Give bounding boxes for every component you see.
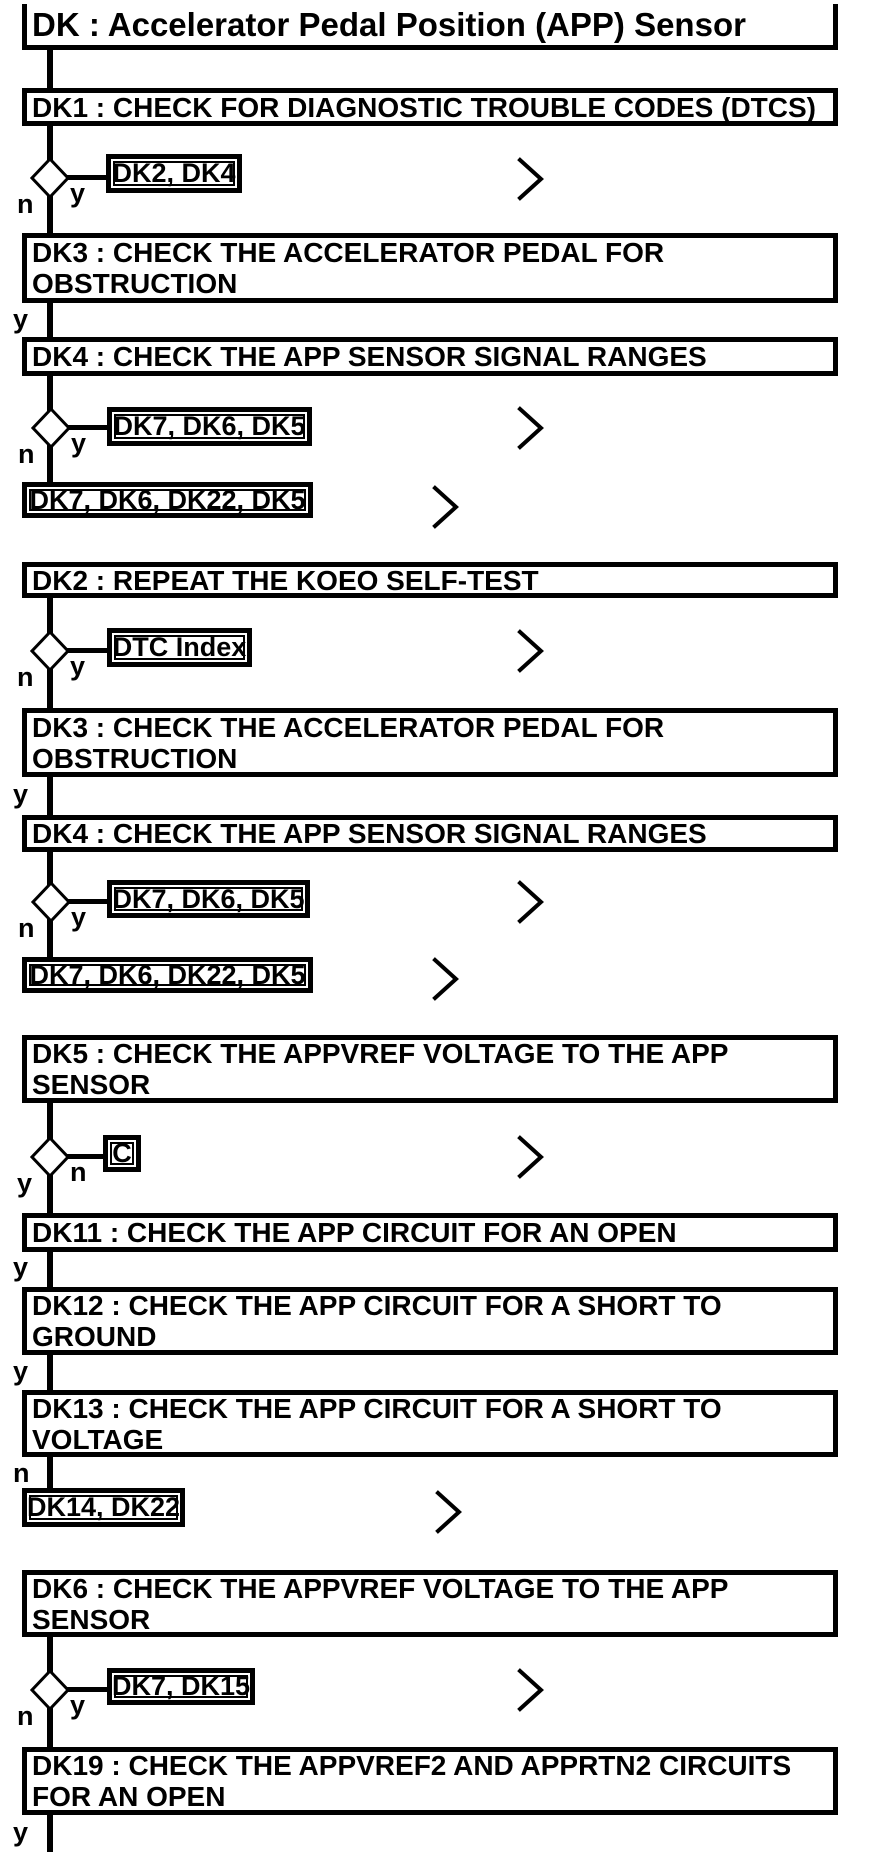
decision-diamond xyxy=(30,157,70,199)
connector-line xyxy=(47,1809,53,1852)
yes-label: y xyxy=(71,902,87,932)
no-label: n xyxy=(13,1458,30,1488)
process-box-dk3-repeat: DK3 : CHECK THE ACCELERATOR PEDAL FOR OB… xyxy=(22,708,838,777)
connector-line xyxy=(66,175,108,180)
no-label: n xyxy=(17,662,34,692)
no-label: n xyxy=(17,189,34,219)
link-box-dk7-dk6-dk5-repeat[interactable]: DK7, DK6, DK5 xyxy=(107,880,310,918)
no-label: n xyxy=(17,1701,34,1731)
decision-diamond xyxy=(30,1669,70,1711)
process-box-dk6: DK6 : CHECK THE APPVREF VOLTAGE TO THE A… xyxy=(22,1570,838,1637)
continue-chevron-icon xyxy=(432,957,459,1001)
process-box-dk11: DK11 : CHECK THE APP CIRCUIT FOR AN OPEN xyxy=(22,1213,838,1252)
connector-line xyxy=(47,1451,53,1493)
continue-chevron-icon xyxy=(432,485,459,529)
decision-diamond xyxy=(30,1136,70,1178)
yes-label: y xyxy=(70,651,86,681)
connector-line xyxy=(47,298,53,342)
yes-label: y xyxy=(71,428,87,458)
connector-line xyxy=(66,1687,109,1692)
yes-label: y xyxy=(13,1252,29,1282)
process-box-dk5: DK5 : CHECK THE APPVREF VOLTAGE TO THE A… xyxy=(22,1035,838,1103)
process-box-dk4-repeat: DK4 : CHECK THE APP SENSOR SIGNAL RANGES xyxy=(22,815,838,852)
process-box-dk3: DK3 : CHECK THE ACCELERATOR PEDAL FOR OB… xyxy=(22,233,838,303)
connector-line xyxy=(67,425,109,430)
link-box-dk14-dk22[interactable]: DK14, DK22 xyxy=(22,1488,185,1527)
continue-chevron-icon xyxy=(435,1490,462,1534)
connector-line xyxy=(66,1154,106,1159)
yes-label: y xyxy=(13,1356,29,1386)
connector-line xyxy=(47,1349,53,1395)
no-label: n xyxy=(70,1157,87,1187)
connector-line xyxy=(47,772,53,820)
process-box-dk13: DK13 : CHECK THE APP CIRCUIT FOR A SHORT… xyxy=(22,1390,838,1457)
yes-label: y xyxy=(70,178,86,208)
flowchart-title-box: DK : Accelerator Pedal Position (APP) Se… xyxy=(22,4,838,50)
link-box-dtc-index[interactable]: DTC Index xyxy=(107,628,252,667)
link-box-c[interactable]: C xyxy=(103,1135,141,1172)
link-box-dk7-dk6-dk5[interactable]: DK7, DK6, DK5 xyxy=(107,407,312,446)
process-box-dk4: DK4 : CHECK THE APP SENSOR SIGNAL RANGES xyxy=(22,337,838,376)
continue-chevron-icon xyxy=(517,406,544,450)
continue-chevron-icon xyxy=(517,629,544,673)
process-box-dk19: DK19 : CHECK THE APPVREF2 AND APPRTN2 CI… xyxy=(22,1747,838,1815)
yes-label: y xyxy=(13,779,29,809)
link-box-dk7-dk15[interactable]: DK7, DK15 xyxy=(107,1668,255,1705)
link-box-dk7-dk6-dk22-dk5[interactable]: DK7, DK6, DK22, DK5 xyxy=(22,482,313,518)
connector-line xyxy=(47,46,53,92)
connector-line xyxy=(66,648,109,653)
link-box-dk7-dk6-dk22-dk5-repeat[interactable]: DK7, DK6, DK22, DK5 xyxy=(22,957,313,993)
process-box-dk1: DK1 : CHECK FOR DIAGNOSTIC TROUBLE CODES… xyxy=(22,88,838,126)
yes-label: y xyxy=(17,1168,33,1198)
process-box-dk2: DK2 : REPEAT THE KOEO SELF-TEST xyxy=(22,562,838,598)
continue-chevron-icon xyxy=(517,1135,544,1179)
continue-chevron-icon xyxy=(517,880,544,924)
yes-label: y xyxy=(13,304,29,334)
link-box-dk2-dk4[interactable]: DK2, DK4 xyxy=(106,154,242,193)
no-label: n xyxy=(18,439,35,469)
continue-chevron-icon xyxy=(517,1668,544,1712)
connector-line xyxy=(67,899,109,904)
decision-diamond xyxy=(31,407,71,449)
yes-label: y xyxy=(70,1690,86,1720)
no-label: n xyxy=(18,913,35,943)
process-box-dk12: DK12 : CHECK THE APP CIRCUIT FOR A SHORT… xyxy=(22,1287,838,1355)
connector-line xyxy=(47,1246,53,1292)
decision-diamond xyxy=(30,630,70,672)
continue-chevron-icon xyxy=(517,157,544,201)
yes-label: y xyxy=(13,1817,29,1847)
decision-diamond xyxy=(31,881,71,923)
